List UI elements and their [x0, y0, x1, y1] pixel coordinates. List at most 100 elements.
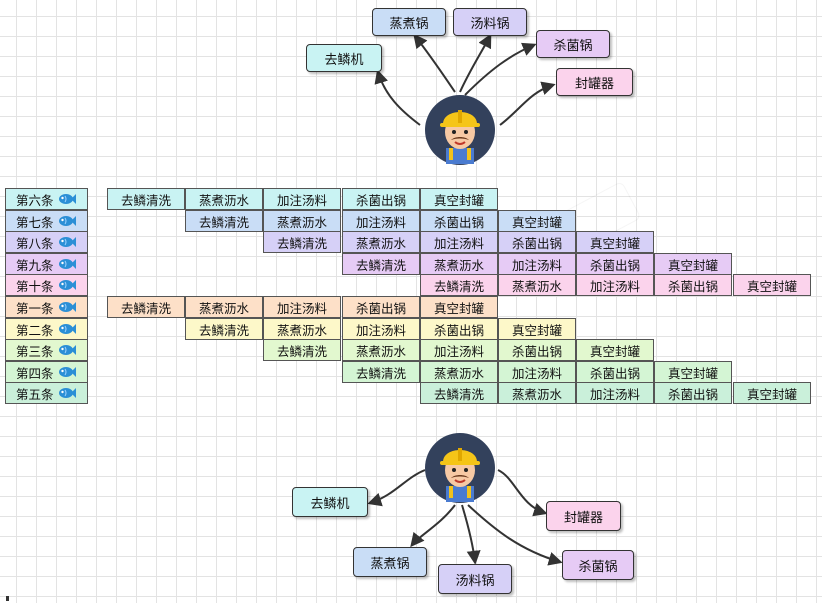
fish-icon — [58, 237, 76, 247]
row-label: 第六条 — [5, 188, 88, 210]
schedule-cell: 真空封罐 — [576, 339, 654, 361]
arrow-bottom-descale — [367, 469, 426, 507]
row-label: 第七条 — [5, 210, 88, 232]
row-label-text: 第二条 — [16, 322, 54, 338]
fish-icon — [58, 280, 76, 290]
fish-icon — [58, 194, 76, 204]
schedule-cell: 加注汤料 — [498, 253, 576, 275]
fish-icon — [58, 216, 76, 226]
top-task-descaler: 去鳞机 — [306, 44, 382, 72]
row-label-text: 第八条 — [16, 235, 54, 251]
schedule-cell: 去鳞清洗 — [342, 253, 420, 275]
arrow-bottom-steam — [410, 504, 456, 548]
schedule-cell: 蒸煮沥水 — [263, 210, 341, 232]
row-label: 第一条 — [5, 296, 88, 318]
arrow-top-soup — [459, 33, 492, 93]
arrow-top-sterilize — [464, 42, 537, 96]
schedule-cell: 真空封罐 — [654, 253, 732, 275]
schedule-cell: 去鳞清洗 — [420, 274, 498, 296]
row-label: 第三条 — [5, 339, 88, 361]
bottom-task-soup-pot: 汤料锅 — [438, 564, 512, 594]
fish-icon — [58, 259, 76, 269]
row-label: 第十条 — [5, 274, 88, 296]
schedule-cell: 去鳞清洗 — [107, 296, 185, 318]
schedule-cell: 加注汤料 — [420, 231, 498, 253]
schedule-cell: 杀菌出锅 — [342, 296, 420, 318]
row-label-text: 第十条 — [16, 278, 54, 294]
schedule-cell: 真空封罐 — [654, 361, 732, 383]
fish-icon — [58, 302, 76, 312]
schedule-cell: 杀菌出锅 — [420, 210, 498, 232]
schedule-cell: 去鳞清洗 — [185, 210, 263, 232]
row-label-text: 第四条 — [16, 365, 54, 381]
arrow-bottom-soup — [461, 504, 481, 565]
schedule-cell: 蒸煮沥水 — [420, 253, 498, 275]
row-label: 第四条 — [5, 361, 88, 383]
schedule-cell: 去鳞清洗 — [263, 339, 341, 361]
top-task-sterilizer: 杀菌锅 — [536, 30, 610, 58]
schedule-cell: 真空封罐 — [498, 210, 576, 232]
fish-icon — [58, 367, 76, 377]
row-label-text: 第六条 — [16, 192, 54, 208]
row-label-text: 第五条 — [16, 386, 54, 402]
schedule-cell: 去鳞清洗 — [342, 361, 420, 383]
schedule-cell: 杀菌出锅 — [420, 318, 498, 340]
schedule-cell: 加注汤料 — [263, 296, 341, 318]
bottom-task-descaler: 去鳞机 — [292, 487, 368, 517]
schedule-cell: 蒸煮沥水 — [498, 274, 576, 296]
schedule-cell: 加注汤料 — [342, 318, 420, 340]
row-label-text: 第七条 — [16, 214, 54, 230]
schedule-cell: 真空封罐 — [733, 274, 811, 296]
row-label: 第九条 — [5, 253, 88, 275]
top-task-soup-pot: 汤料锅 — [453, 8, 527, 36]
worker-hardhat-icon — [424, 432, 496, 504]
schedule-cell: 蒸煮沥水 — [185, 296, 263, 318]
schedule-cell: 杀菌出锅 — [576, 253, 654, 275]
schedule-cell: 加注汤料 — [576, 274, 654, 296]
arrow-top-seal — [499, 81, 556, 126]
schedule-cell: 杀菌出锅 — [498, 231, 576, 253]
schedule-cell: 真空封罐 — [420, 296, 498, 318]
row-label-text: 第三条 — [16, 343, 54, 359]
row-label: 第五条 — [5, 382, 88, 404]
schedule-cell: 蒸煮沥水 — [498, 382, 576, 404]
schedule-cell: 杀菌出锅 — [654, 274, 732, 296]
schedule-cell: 真空封罐 — [498, 318, 576, 340]
schedule-cell: 加注汤料 — [342, 210, 420, 232]
top-task-steam-pot: 蒸煮锅 — [372, 8, 446, 36]
bottom-task-sealer: 封罐器 — [546, 501, 621, 531]
row-label-text: 第一条 — [16, 300, 54, 316]
schedule-cell: 杀菌出锅 — [654, 382, 732, 404]
schedule-cell: 去鳞清洗 — [420, 382, 498, 404]
schedule-cell: 加注汤料 — [263, 188, 341, 210]
schedule-cell: 真空封罐 — [576, 231, 654, 253]
schedule-cell: 杀菌出锅 — [498, 339, 576, 361]
top-task-sealer: 封罐器 — [556, 68, 633, 96]
schedule-cell: 去鳞清洗 — [263, 231, 341, 253]
worker-hardhat-icon — [424, 94, 496, 166]
schedule-cell: 蒸煮沥水 — [263, 318, 341, 340]
schedule-cell: 真空封罐 — [420, 188, 498, 210]
fish-icon — [58, 324, 76, 334]
schedule-cell: 加注汤料 — [420, 339, 498, 361]
row-label: 第八条 — [5, 231, 88, 253]
schedule-cell: 加注汤料 — [576, 382, 654, 404]
schedule-cell: 去鳞清洗 — [107, 188, 185, 210]
fish-icon — [58, 345, 76, 355]
corner-mark — [6, 596, 9, 601]
schedule-cell: 蒸煮沥水 — [185, 188, 263, 210]
schedule-cell: 杀菌出锅 — [576, 361, 654, 383]
schedule-cell: 加注汤料 — [498, 361, 576, 383]
schedule-cell: 杀菌出锅 — [342, 188, 420, 210]
bottom-task-sterilizer: 杀菌锅 — [562, 550, 634, 580]
row-label: 第二条 — [5, 318, 88, 340]
schedule-cell: 蒸煮沥水 — [420, 361, 498, 383]
arrow-bottom-sterilize — [467, 504, 563, 566]
schedule-cell: 去鳞清洗 — [185, 318, 263, 340]
fish-icon — [58, 388, 76, 398]
schedule-cell: 蒸煮沥水 — [342, 231, 420, 253]
schedule-cell: 蒸煮沥水 — [342, 339, 420, 361]
arrow-bottom-seal — [497, 469, 548, 517]
bottom-task-steam-pot: 蒸煮锅 — [353, 547, 427, 577]
